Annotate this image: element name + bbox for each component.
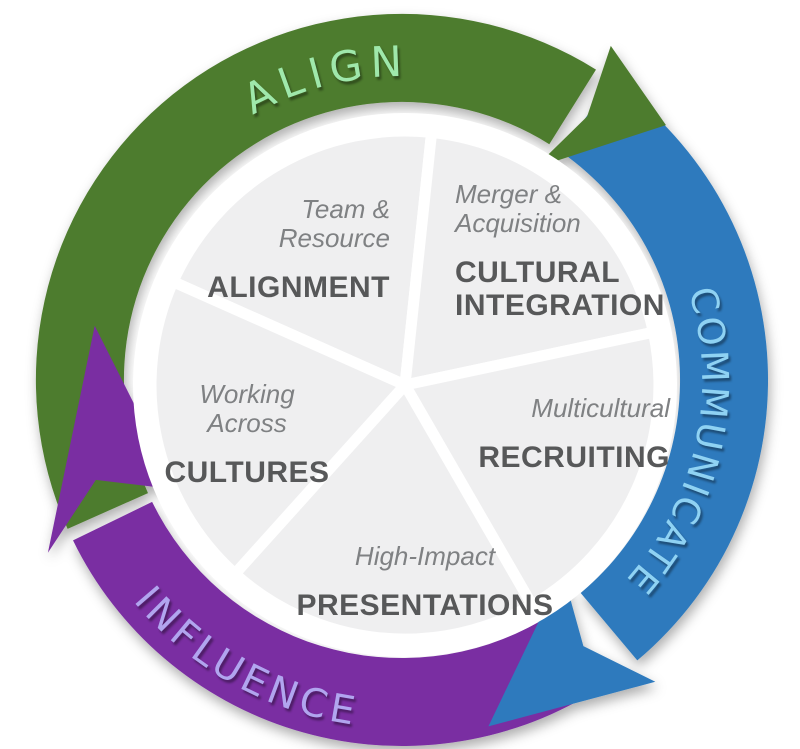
segment-subtitle: Team & Resource xyxy=(278,194,390,253)
wedge-recruiting xyxy=(399,326,665,611)
segment-title: CULTURAL INTEGRATION xyxy=(455,256,665,322)
segment-title: PRESENTATIONS xyxy=(296,589,554,622)
communicate-arrowhead xyxy=(488,571,656,727)
segment-subtitle: Merger & Acquisition xyxy=(455,179,581,238)
wedge-presentations xyxy=(229,379,538,645)
segment-subtitle: Multicultural xyxy=(531,393,670,423)
wedge-cultural-integration xyxy=(399,126,659,391)
segment-subtitle: High-Impact xyxy=(354,541,496,571)
communicate-arrow-band xyxy=(561,80,769,661)
align-arrow-band xyxy=(35,13,596,529)
segment-label-presentations: High-Impact PRESENTATIONS xyxy=(296,524,553,640)
segment-label-cultures: Working Across CULTURES xyxy=(164,362,329,507)
wedge-alignment xyxy=(167,125,438,391)
pie-wedges xyxy=(145,125,665,645)
segment-label-recruiting: Multicultural RECRUITING xyxy=(478,376,670,492)
segment-title: CULTURES xyxy=(164,456,330,489)
segment-label-alignment: Team & Resource ALIGNMENT xyxy=(207,177,390,322)
influence-arrowhead xyxy=(47,325,178,553)
influence-arrow-band xyxy=(73,501,585,747)
segment-label-cultural-integration: Merger & Acquisition CULTURAL INTEGRATIO… xyxy=(455,162,665,340)
wedge-cultures xyxy=(145,276,411,580)
segment-title: ALIGNMENT xyxy=(207,271,390,304)
segment-title: RECRUITING xyxy=(478,441,670,474)
segment-subtitle: Working Across xyxy=(199,379,295,438)
align-arrowhead xyxy=(534,45,666,168)
